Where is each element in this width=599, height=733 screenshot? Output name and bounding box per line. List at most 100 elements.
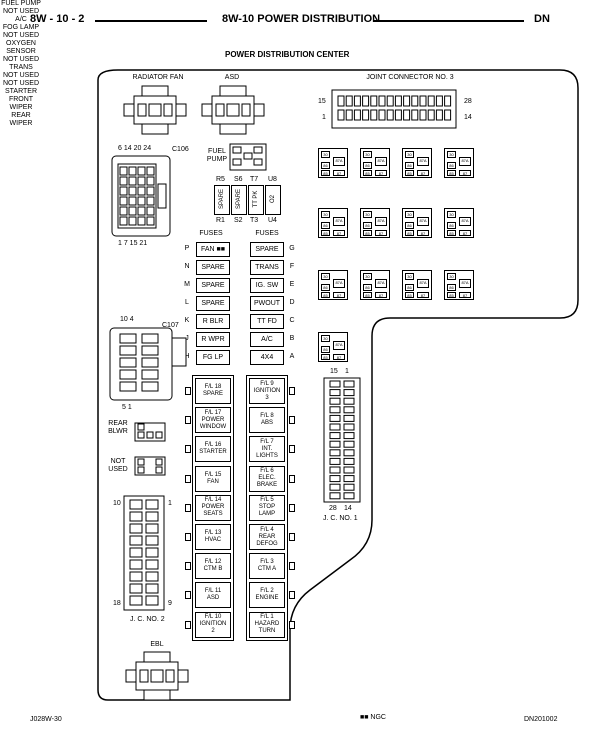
- relay-7-pin-p86: 86: [447, 222, 456, 229]
- jc3-cavity: [353, 109, 361, 121]
- relay-0-pin-p87: 87: [333, 170, 345, 176]
- fuse-left-4: R BLR: [196, 314, 230, 329]
- c106-cavity: [146, 176, 155, 186]
- footer-left: J028W-30: [30, 716, 62, 723]
- jc3-cavity: [403, 109, 411, 121]
- jc1-cavity: [329, 440, 341, 448]
- relay-4-pin-p30: 30: [321, 211, 330, 218]
- c106-cavity: [137, 196, 146, 206]
- maxi-left-4-line-0: F/L 14: [204, 497, 222, 504]
- c107-cavity: [141, 345, 159, 356]
- jc1-cavity: [329, 389, 341, 397]
- relay-10-pin-p85: 85: [405, 292, 414, 298]
- model-code: DN: [534, 13, 550, 25]
- jc2-cavity: [129, 595, 143, 606]
- maxi-right-0-line-1: IGNITION: [253, 387, 281, 394]
- c106-cavity: [119, 176, 128, 186]
- jc1-cavity: [343, 466, 355, 474]
- jc2-cavity: [145, 523, 159, 534]
- maxi-right-tab-8: [289, 620, 295, 629]
- jc1-cavity: [329, 414, 341, 422]
- jc3-cavity: [403, 95, 411, 107]
- c106-cavity: [128, 186, 137, 196]
- relay-7-pin-p87a: 87A: [459, 217, 471, 226]
- jc3-cavity: [419, 109, 427, 121]
- jc1-pin-15: 15: [330, 368, 338, 375]
- jc1-cavity: [343, 432, 355, 440]
- jc2-cavity: [129, 583, 143, 594]
- relay-12-pin-p86: 86: [321, 346, 330, 353]
- ebl-label: EBL: [150, 641, 164, 648]
- jc2-pin-18: 18: [113, 600, 121, 607]
- c106-cavity: [128, 166, 137, 176]
- jc3-pin-15: 15: [318, 98, 326, 105]
- c107-cavity: [141, 381, 159, 392]
- c106-label: C106: [172, 146, 189, 153]
- slot-tt-pk: [248, 185, 264, 215]
- maxi-right-5-line-2: DEFOG: [256, 540, 278, 547]
- relay-label-11: FRONT WIPER: [8, 96, 34, 111]
- fuel-pump-small-label: FUEL PUMP: [206, 148, 228, 163]
- maxi-right-3-line-2: BRAKE: [256, 482, 278, 489]
- jc3-cavity: [419, 95, 427, 107]
- fuse-right-letter-5: B: [289, 335, 295, 342]
- relay-label-4: NOT USED: [2, 32, 40, 39]
- jc2-cavity: [145, 583, 159, 594]
- jc3-cavity: [378, 95, 386, 107]
- maxi-left-tab-6: [185, 562, 191, 571]
- jc1-cavity: [329, 466, 341, 474]
- relay-label-3: FOG LAMP: [2, 24, 40, 31]
- jc3-cavity: [394, 95, 402, 107]
- c107-bottom-pins: 5 1: [122, 404, 132, 411]
- relay-9-pin-p86: 86: [363, 284, 372, 291]
- maxi-left-tab-2: [185, 445, 191, 454]
- slot-t3: T3: [250, 217, 259, 224]
- maxi-right-2-line-0: F/L 7: [260, 438, 274, 445]
- c106-cavity: [119, 166, 128, 176]
- fuse-left-1: SPARE: [196, 260, 230, 275]
- c106-cavity: [146, 206, 155, 216]
- jc3-cavity: [386, 109, 394, 121]
- jc3-pin-14: 14: [464, 114, 472, 121]
- jc2-cavity: [145, 571, 159, 582]
- relay-0-pin-p86: 86: [321, 162, 330, 169]
- relay-5-pin-p85: 85: [363, 230, 372, 236]
- relay-3-pin-p87: 87: [459, 170, 471, 176]
- jc2-pin-1: 1: [168, 500, 172, 507]
- maxi-right-2-line-2: LIGHTS: [256, 452, 278, 459]
- relay-10-pin-p86: 86: [405, 284, 414, 291]
- jc2-cavity: [145, 559, 159, 570]
- fuse-right-letter-4: C: [289, 317, 295, 324]
- c107-cavity: [119, 369, 137, 380]
- relay-label-1: NOT USED: [2, 8, 40, 15]
- c106-cavity: [119, 216, 128, 226]
- relay-6-pin-p87: 87: [417, 230, 429, 236]
- fuse-right-1: TRANS: [250, 260, 284, 275]
- maxi-left-8-line-2: 2: [211, 628, 215, 635]
- jc1-connector: [323, 377, 361, 503]
- maxi-left-8-line-0: F/L 10: [204, 614, 222, 621]
- maxi-left-frame: [192, 375, 234, 641]
- jc2-cavity: [129, 499, 143, 510]
- maxi-left-tab-7: [185, 591, 191, 600]
- maxi-right-tab-4: [289, 503, 295, 512]
- diagram-title: POWER DISTRIBUTION CENTER: [225, 50, 350, 59]
- jc3-cavity: [337, 109, 345, 121]
- relay-label-5: OXYGEN SENSOR: [6, 40, 36, 55]
- maxi-right-1-line-1: ABS: [260, 420, 273, 427]
- jc3-cavity: [345, 95, 353, 107]
- jc1-cavity: [343, 492, 355, 500]
- maxi-right-3-line-1: ELEC.: [258, 475, 276, 482]
- slot-spare-1: [214, 185, 230, 215]
- relay-3-pin-p87a: 87A: [459, 157, 471, 166]
- jc1-body: [323, 377, 361, 503]
